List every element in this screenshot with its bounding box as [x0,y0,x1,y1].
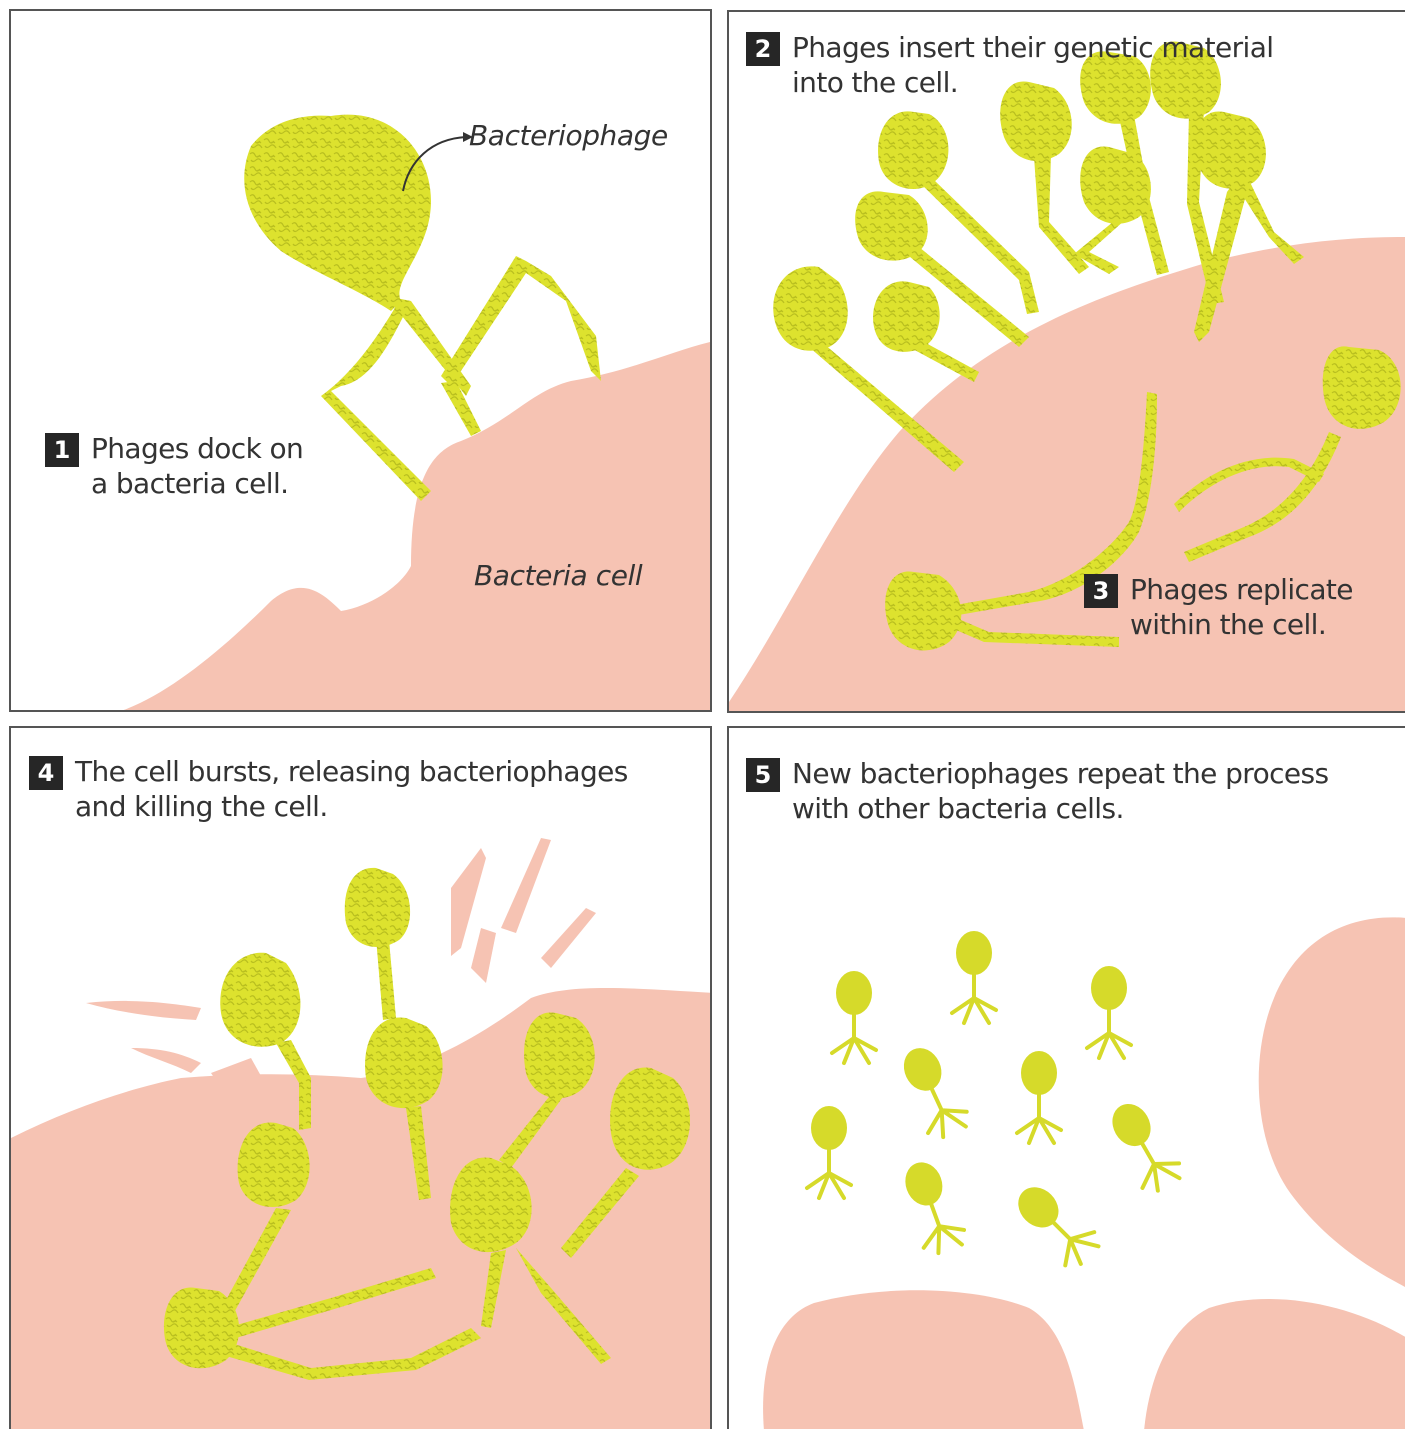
step-number-badge: 4 [29,756,63,790]
step-text-line: Phages replicate [1130,572,1353,607]
bacteriophage-label: Bacteriophage [469,119,668,152]
step-2-caption: 2 Phages insert their genetic material i… [746,30,1273,100]
step-text-line: with other bacteria cells. [792,791,1329,826]
step-text-line: Phages insert their genetic material [792,30,1273,65]
step-text: The cell bursts, releasing bacteriophage… [75,754,628,824]
bacteria-cell-label: Bacteria cell [474,559,642,592]
step-text-line: New bacteriophages repeat the process [792,756,1329,791]
panel-step-2-3: 2 Phages insert their genetic material i… [727,10,1405,713]
step-text-line: The cell bursts, releasing bacteriophage… [75,754,628,789]
step-number-badge: 2 [746,32,780,66]
step-text: Phages dock on a bacteria cell. [91,431,303,501]
step-text: New bacteriophages repeat the process wi… [792,756,1329,826]
step-3-caption: 3 Phages replicate within the cell. [1084,572,1353,642]
new-phages [807,931,1186,1272]
cell-burst-illustration [11,728,712,1429]
step-1-caption: 1 Phages dock on a bacteria cell. [45,431,303,501]
step-text-line: and killing the cell. [75,789,628,824]
bacteria-cell-bottom-right [1144,1299,1405,1429]
step-text-line: a bacteria cell. [91,466,303,501]
bacteria-cell-right [1259,917,1405,1288]
panel-step-1: Bacteriophage Bacteria cell 1 Phages doc… [9,9,712,712]
step-4-caption: 4 The cell bursts, releasing bacteriopha… [29,754,628,824]
bacteriophage-pointer-arrow [11,11,712,712]
step-text: Phages insert their genetic material int… [792,30,1273,100]
step-number-badge: 5 [746,758,780,792]
panel-step-5: 5 New bacteriophages repeat the process … [727,726,1405,1429]
step-text-line: into the cell. [792,65,1273,100]
bacteria-cell-bottom-left [763,1290,1084,1429]
step-number-badge: 1 [45,433,79,467]
step-text-line: Phages dock on [91,431,303,466]
new-phages-illustration [729,728,1405,1429]
panel-step-4: 4 The cell bursts, releasing bacteriopha… [9,726,712,1429]
step-text-line: within the cell. [1130,607,1353,642]
step-5-caption: 5 New bacteriophages repeat the process … [746,756,1329,826]
step-text: Phages replicate within the cell. [1130,572,1353,642]
step-number-badge: 3 [1084,574,1118,608]
